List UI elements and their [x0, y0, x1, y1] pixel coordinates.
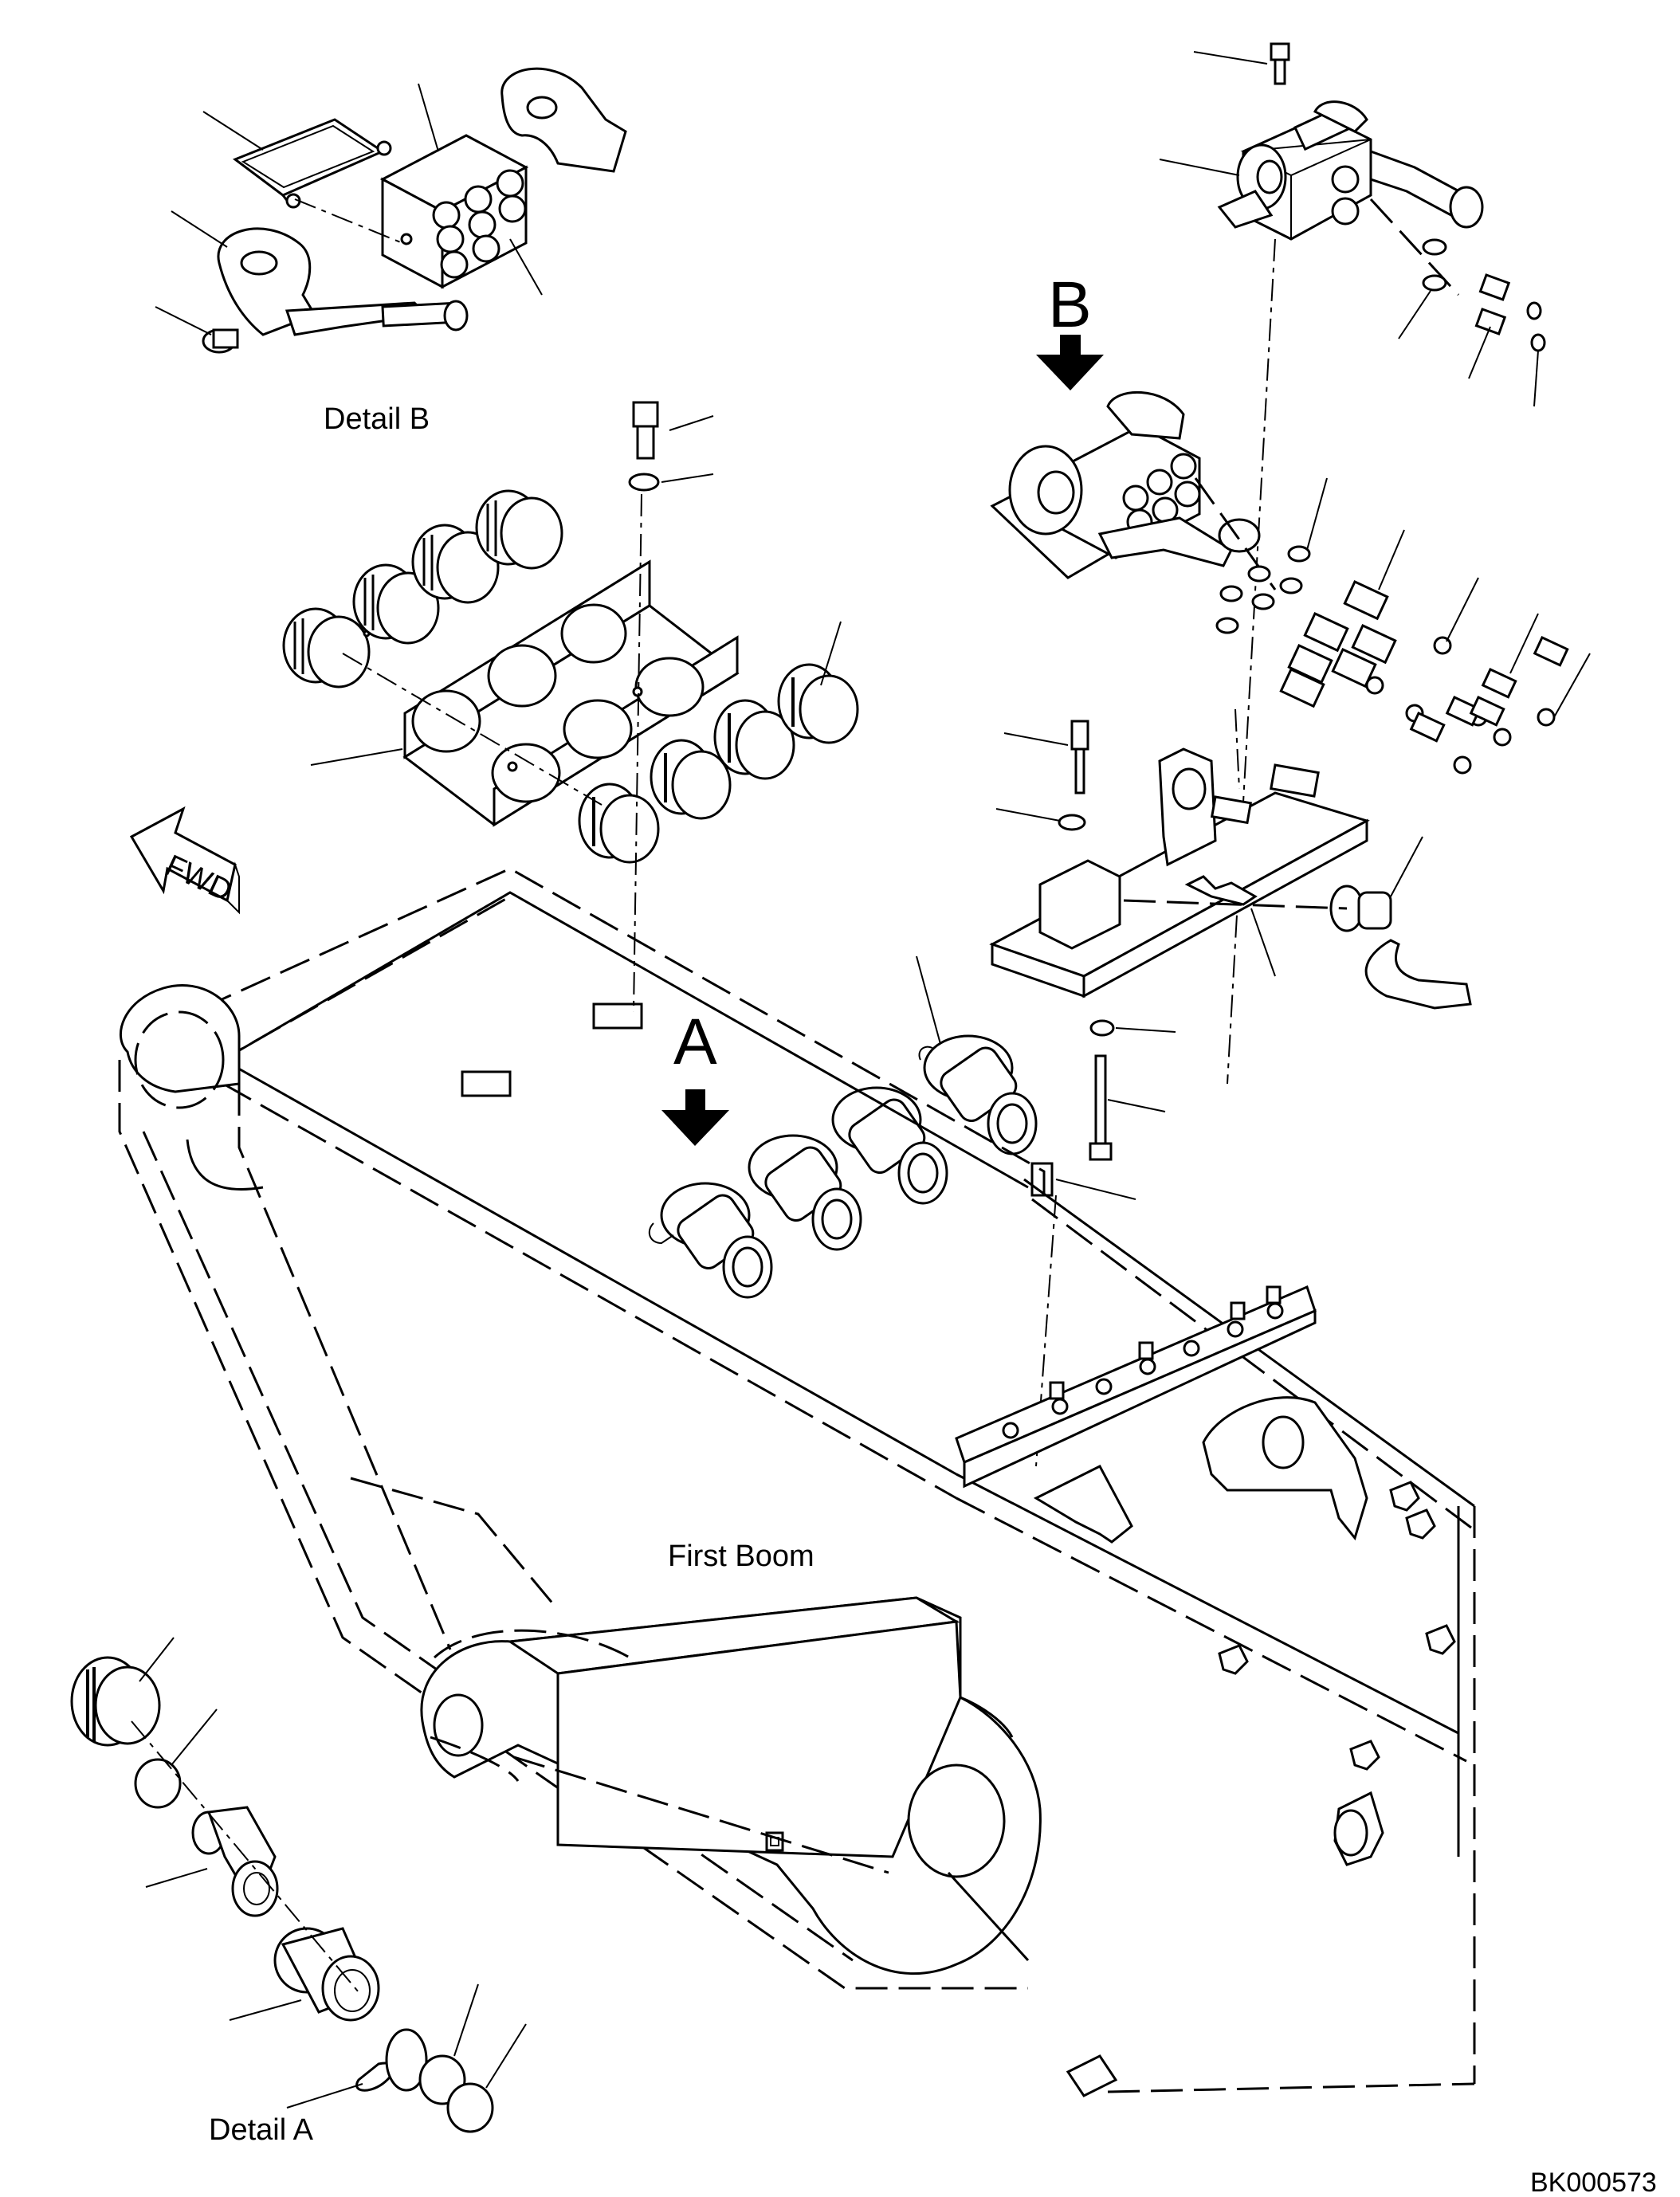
plug-plate-group: [282, 401, 859, 1097]
detail-b-label: Detail B: [324, 402, 430, 436]
detail-a-coupler-body: [229, 1927, 380, 2022]
first-boom-label: First Boom: [668, 1540, 814, 1573]
detail-b-group: Detail B: [155, 67, 627, 436]
front-blanking-plugs: [578, 663, 859, 864]
detail-a-blanking-plug: [70, 1637, 175, 1747]
forward-direction-arrow: FWD: [129, 806, 240, 915]
first-boom: First Boom: [118, 867, 1476, 2097]
view-arrow-a: A: [661, 1006, 729, 1146]
detail-b-lever-assembly: [202, 227, 469, 354]
b-valve-assembly: [990, 390, 1591, 790]
detail-a-group: Detail A: [70, 1637, 527, 2147]
boom-hose-clamps: [1218, 1481, 1456, 1866]
rear-blanking-plugs: [282, 489, 563, 689]
detail-a-adapter: [145, 1806, 279, 1917]
detail-b-cover-plate: [232, 118, 392, 209]
detail-a-o-ring-1: [134, 1758, 182, 1809]
view-arrow-b: B: [1036, 269, 1104, 390]
view-b-label: B: [1048, 269, 1092, 341]
detail-a-seals: [286, 1983, 527, 2133]
detail-a-label: Detail A: [209, 2113, 314, 2147]
drawing-code: BK000573: [1530, 2168, 1657, 2197]
mounting-bracket-assembly: [989, 720, 1472, 1467]
boom-foot-mount: [420, 1596, 1475, 2097]
rear-hose-clamp-bar: [955, 1285, 1368, 1544]
quick-couplers: [648, 955, 1038, 1299]
detail-b-valve-block: [379, 134, 529, 289]
top-valve-assembly: [1159, 42, 1546, 1085]
detail-b-upper-hook: [500, 67, 627, 173]
plate-bolt-and-washer: [461, 401, 660, 1097]
view-a-label: A: [673, 1006, 717, 1078]
